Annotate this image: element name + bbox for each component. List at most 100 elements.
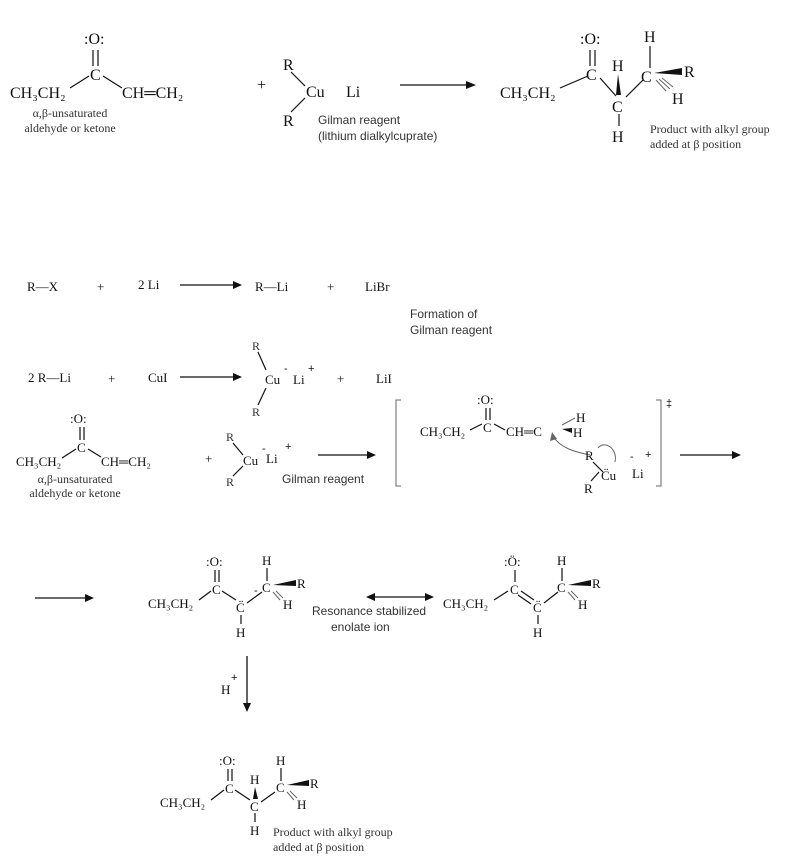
hydrogen: H — [250, 823, 259, 838]
vinyl-group: CH═CH₂ — [101, 454, 151, 469]
ethyl-group: CH₃CH₂ — [16, 454, 61, 469]
label: Gilman reagent — [282, 472, 365, 486]
ethyl-group: CH₃CH₂ — [420, 424, 465, 439]
copper: Cu — [243, 453, 259, 468]
protonation-arrow: H + — [221, 656, 251, 712]
ethyl-group: CH₃CH₂ — [160, 795, 205, 810]
plus-sign: + — [97, 279, 104, 294]
hydrogen: H — [557, 553, 566, 568]
formation-step1: R—X + 2 Li R—Li + LiBr — [27, 277, 390, 294]
r-group: R — [252, 339, 260, 353]
hydrogen: H — [672, 91, 684, 108]
r-group: R — [226, 430, 234, 444]
label: enolate ion — [331, 620, 390, 634]
charge: - — [284, 363, 288, 375]
label: Formation of — [410, 307, 478, 321]
lithium: Li — [266, 451, 278, 466]
vinyl-group: CH═C — [506, 424, 542, 439]
charge: - — [630, 451, 634, 463]
alkyllithium: R—Li — [255, 279, 289, 294]
carbon-beta: C — [641, 69, 652, 86]
label: Gilman reagent — [410, 323, 493, 337]
alkyl-halide: R—X — [27, 279, 59, 294]
r-group: R — [592, 576, 601, 591]
lithium-iodide: LiI — [376, 371, 392, 386]
r-group: R — [226, 475, 234, 489]
ethyl-group: CH₃CH₂ — [148, 596, 193, 611]
reaction-arrow — [400, 81, 476, 89]
oxygen: :O: — [84, 31, 104, 48]
oxygen: :O: — [70, 411, 87, 426]
transition-state: ‡ CH₃CH₂ :O: C CH═C H H R R C̈u - Li + — [395, 392, 672, 496]
charge: + — [231, 672, 237, 684]
carbon: C — [510, 582, 519, 597]
reaction-arrow — [318, 451, 376, 459]
ethyl-group: CH₃CH₂ — [443, 596, 488, 611]
charge: + — [645, 449, 651, 461]
copper-iodide: CuI — [148, 370, 168, 385]
r-group: R — [310, 776, 319, 791]
plus-sign: + — [108, 371, 115, 386]
carbon: C — [276, 780, 285, 795]
r-group: R — [585, 448, 594, 463]
hydrogen: H — [576, 410, 585, 425]
scheme1-gilman-reagent: R R Cu Li Gilman reagent (lithium dialky… — [283, 57, 437, 143]
charge: - — [254, 585, 258, 597]
label: aldehyde or ketone — [29, 486, 120, 500]
carbon: C — [586, 67, 597, 84]
hydrogen: H — [283, 597, 292, 612]
label: Product with alkyl group — [650, 122, 770, 136]
oxygen: :O: — [219, 753, 236, 768]
vinyl-group: CH═CH₂ — [122, 85, 183, 102]
lithium: Li — [293, 372, 305, 387]
label: added at β position — [273, 840, 364, 854]
hydrogen: H — [612, 58, 624, 75]
plus-sign: + — [205, 451, 212, 466]
plus-sign: + — [337, 371, 344, 386]
carbon: C — [557, 580, 566, 595]
scheme1-reactant-enone: :O: C CH₃CH₂ CH═CH₂ α,β-unsaturated alde… — [10, 31, 183, 135]
label: α,β-unsaturated — [33, 106, 108, 120]
label: Resonance stabilized — [312, 604, 426, 618]
hydrogen: H — [578, 597, 587, 612]
oxygen: :O: — [477, 392, 494, 407]
label: Product with alkyl group — [273, 825, 393, 839]
hydrogen: H — [533, 625, 542, 640]
r-group: R — [684, 64, 695, 81]
carbon: C — [262, 580, 271, 595]
alkyllithium: 2 R—Li — [28, 370, 71, 385]
carbon: C — [212, 582, 221, 597]
copper: C̈u — [601, 468, 617, 483]
resonance-arrow — [366, 593, 434, 601]
label: Gilman reagent — [318, 113, 401, 127]
ethyl-group: CH₃CH₂ — [10, 85, 66, 102]
carbon: C̈ — [533, 600, 542, 615]
final-product: CH₃CH₂ :O: C H C H C H R H Product with … — [160, 753, 393, 854]
charge: - — [262, 443, 266, 455]
enolate-oxyanion: CH₃CH₂ :Ö: C C̈ H C H R H — [443, 553, 601, 640]
ethyl-group: CH₃CH₂ — [500, 85, 556, 102]
label: (lithium dialkylcuprate) — [318, 129, 437, 143]
r-group: R — [584, 481, 593, 496]
mechanism-enone: :O: C CH₃CH₂ CH═CH₂ α,β-unsaturated alde… — [16, 411, 151, 500]
mechanism-gilman: R R Cu - Li + Gilman reagent — [226, 430, 365, 489]
label: α,β-unsaturated — [38, 472, 113, 486]
lithium: 2 Li — [138, 277, 160, 292]
enolate-carbanion: CH₃CH₂ :O: C C̈ - H C H R H — [148, 553, 306, 640]
carbon-alpha: C — [612, 99, 623, 116]
charge: + — [285, 441, 291, 453]
scheme1-product: CH₃CH₂ :O: C H C H C H R H Product with … — [500, 29, 770, 151]
double-dagger: ‡ — [666, 398, 672, 410]
carbon: C — [90, 67, 101, 84]
r-group: R — [252, 405, 260, 419]
hydrogen: H — [297, 797, 306, 812]
r-group: R — [283, 113, 294, 130]
charge: + — [308, 363, 314, 375]
hydrogen: H — [644, 29, 656, 46]
reaction-arrow — [680, 451, 741, 459]
hydrogen: H — [236, 625, 245, 640]
hydrogen: H — [612, 129, 624, 146]
plus-sign: + — [327, 279, 334, 294]
